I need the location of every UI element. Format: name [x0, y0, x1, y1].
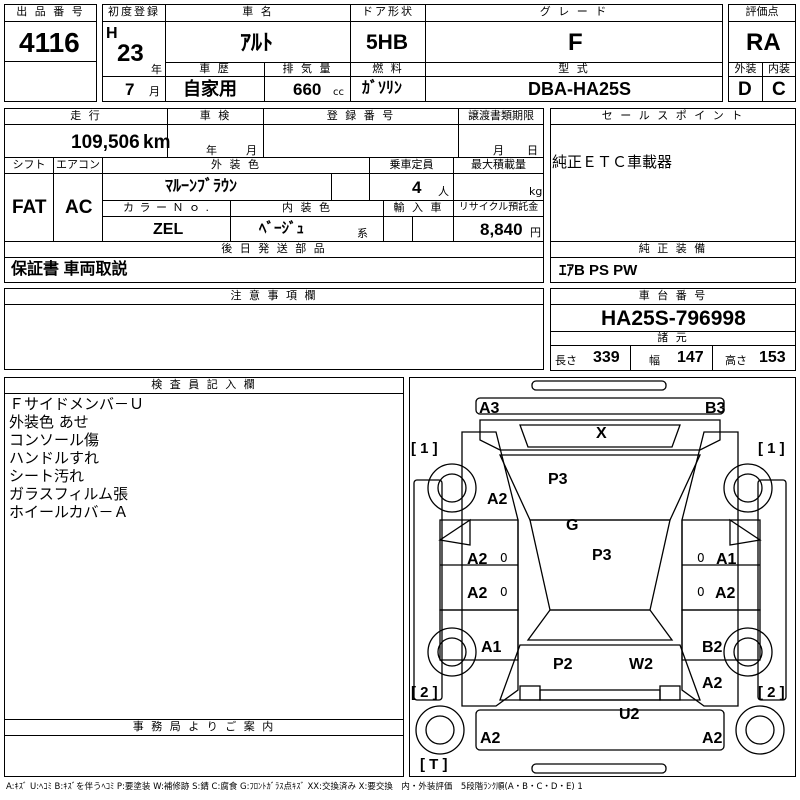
exterior-grade: D [738, 79, 752, 100]
position-tag: [ 2 ] [411, 684, 438, 701]
interior-unit: 系 [357, 227, 368, 240]
dims-height-cell: 高さ 153 [712, 345, 796, 371]
notes-cell [4, 304, 544, 370]
capacity: 4 [412, 178, 422, 197]
office-cell [4, 735, 404, 777]
damage-mark: A2 [715, 585, 736, 602]
damage-mark: A2 [480, 730, 501, 747]
chassis-number: HA25S-796998 [601, 307, 746, 330]
maxload-unit: kg [529, 185, 543, 198]
inspector-note: ハンドルすれ [9, 449, 100, 467]
damage-mark: A1 [716, 551, 737, 568]
damage-mark: B3 [705, 400, 726, 417]
reg-era: H [106, 25, 118, 42]
small-mark: 0 [697, 551, 705, 565]
inspector-note: コンソール傷 [9, 431, 100, 449]
recycle-fee: 8,840 [480, 220, 523, 239]
damage-mark: W2 [629, 656, 653, 673]
interior-grade: C [772, 79, 786, 100]
damage-mark: G [566, 517, 579, 534]
position-tag: [ T ] [420, 756, 448, 773]
shift: FAT [12, 197, 47, 218]
mileage-unit: km [143, 132, 171, 153]
small-mark: 0 [697, 585, 705, 599]
interior-color: ﾍﾞｰｼﾞｭ [259, 220, 305, 237]
damage-mark: A2 [702, 675, 723, 692]
equip-cell: ｴｱB PS PW [550, 257, 796, 283]
model-code: DBA-HA25S [528, 79, 632, 99]
damage-mark: A3 [479, 400, 500, 417]
lot-number-cell: 4116 [4, 21, 97, 62]
width-label: 幅 [649, 354, 660, 367]
damage-mark: A2 [467, 585, 488, 602]
disp-unit: cc [333, 87, 344, 98]
car-name: ｱﾙﾄ [240, 30, 274, 55]
reg-month: 7 [125, 80, 135, 99]
insp-year-unit: 年 [206, 144, 217, 157]
length: 339 [593, 349, 620, 366]
door-type: 5HB [366, 31, 409, 54]
small-mark: 0 [500, 551, 508, 565]
sales-point: 純正ＥＴＣ車載器 [552, 153, 673, 171]
later-parts: 保証書 車両取説 [11, 261, 128, 278]
length-label: 長さ [555, 354, 577, 367]
history: 自家用 [183, 79, 237, 99]
fuel: ｶﾞｿﾘﾝ [362, 80, 403, 97]
position-tag: [ 1 ] [758, 440, 785, 457]
position-tag: [ 2 ] [758, 684, 785, 701]
inspector-note: シート汚れ [9, 467, 85, 485]
damage-mark: A2 [487, 491, 508, 508]
mileage: 109,506 [71, 132, 140, 153]
damage-mark: U2 [619, 706, 640, 723]
car-diagram [409, 377, 796, 777]
damage-mark: P3 [592, 547, 612, 564]
reg-year-unit: 年 [151, 63, 162, 76]
inspector-note: 外装色 あせ [9, 413, 89, 431]
reg-year: 23 [117, 40, 144, 67]
lot-blank [4, 61, 97, 102]
width: 147 [677, 349, 704, 366]
transfer-day-unit: 日 [527, 144, 538, 157]
inspector-note: Ｆサイドメンバ－Ｕ [9, 395, 145, 413]
damage-mark: P2 [553, 656, 573, 673]
damage-mark: B2 [702, 639, 723, 656]
later-cell: 保証書 車両取説 [4, 257, 544, 283]
damage-mark: A2 [467, 551, 488, 568]
equipment: ｴｱB PS PW [559, 262, 638, 279]
transfer-month-unit: 月 [493, 144, 504, 157]
color-number: ZEL [153, 221, 184, 238]
insp-month-unit: 月 [246, 144, 257, 157]
reg-month-unit: 月 [149, 85, 160, 98]
inspector-note: ガラスフィルム張 [9, 485, 129, 503]
legend: A:ｷｽﾞ U:ﾍｺﾐ B:ｷｽﾞを伴うﾍｺﾐ P:要塗装 W:補修跡 S:錆 … [6, 782, 583, 792]
small-mark: 0 [500, 585, 508, 599]
inspector-note: ホイールカバ－Ａ [9, 503, 129, 521]
score: RA [746, 29, 781, 56]
score-cell: RA [728, 21, 796, 63]
damage-mark: X [596, 425, 607, 442]
position-tag: [ 1 ] [411, 440, 438, 457]
damage-mark: A2 [702, 730, 723, 747]
exterior-color: ﾏﾙｰﾝﾌﾞﾗｳﾝ [165, 178, 238, 195]
height: 153 [759, 349, 786, 366]
displacement: 660 [293, 80, 322, 99]
air-conditioner: AC [65, 197, 93, 218]
int-cell: C [762, 76, 796, 102]
recycle-unit: 円 [530, 226, 541, 239]
height-label: 高さ [725, 354, 747, 367]
lot-number: 4116 [19, 27, 80, 58]
damage-mark: P3 [548, 471, 568, 488]
grade: F [568, 29, 583, 56]
damage-mark: A1 [481, 639, 502, 656]
capacity-unit: 人 [438, 185, 449, 198]
model-cell: DBA-HA25S [425, 76, 723, 102]
